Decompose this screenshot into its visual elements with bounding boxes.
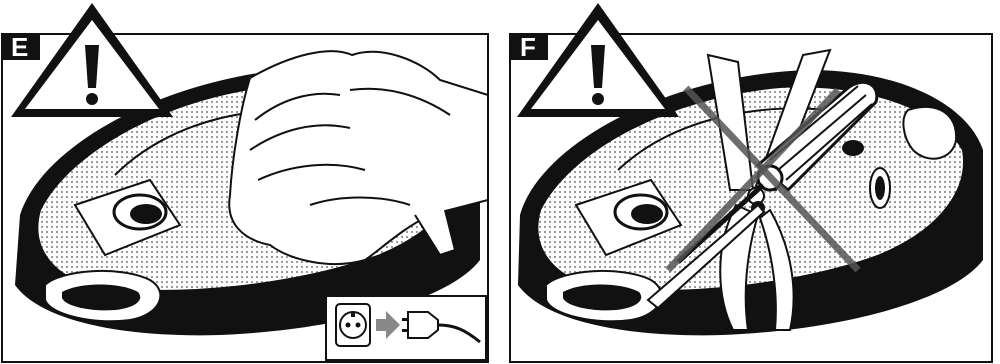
unplug-inset	[326, 296, 486, 360]
panel-e: E	[0, 0, 490, 364]
panel-label: E	[11, 32, 28, 62]
carry-handle-icon	[45, 271, 160, 321]
carry-handle-icon	[546, 271, 661, 321]
panel-f: F	[508, 0, 998, 364]
hand-with-cloth-icon	[229, 51, 488, 264]
panel-f-illustration: F	[508, 0, 998, 364]
panel-label: F	[520, 32, 536, 62]
wall-socket-icon	[336, 304, 370, 346]
panel-e-illustration: E	[0, 0, 490, 364]
